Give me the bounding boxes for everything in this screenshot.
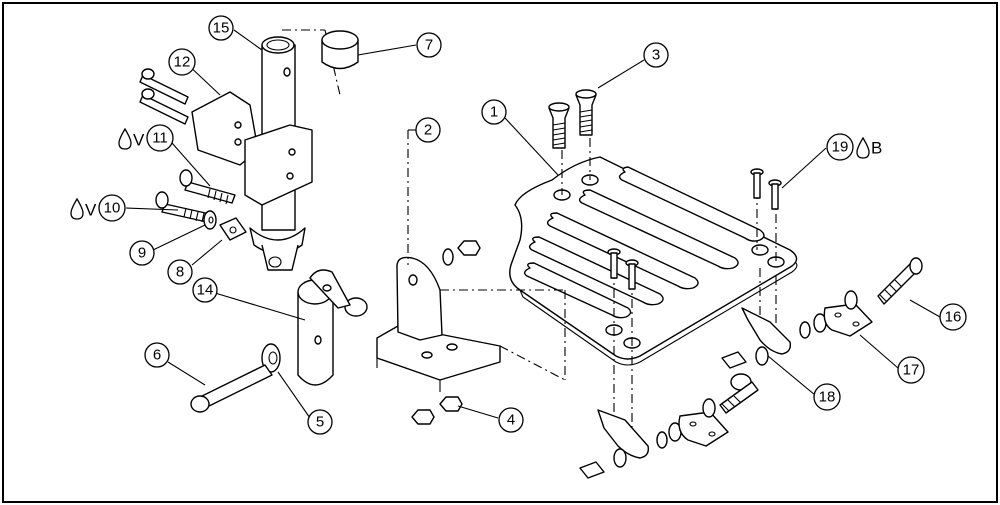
hinge-bracket-part bbox=[597, 303, 873, 459]
bushing-part bbox=[190, 343, 281, 413]
threadlock-drop-icon: V bbox=[118, 127, 145, 150]
threadlock-drop-icon: B bbox=[856, 136, 882, 159]
svg-text:4: 4 bbox=[507, 412, 515, 429]
svg-text:5: 5 bbox=[316, 414, 324, 431]
svg-text:18: 18 bbox=[819, 389, 836, 406]
svg-text:B: B bbox=[871, 139, 882, 158]
callout-12: 12 bbox=[168, 48, 196, 76]
svg-text:2: 2 bbox=[424, 122, 432, 139]
callout-10: 10 bbox=[98, 194, 126, 222]
hinge-bolt-part bbox=[579, 257, 923, 479]
svg-text:9: 9 bbox=[138, 245, 146, 262]
callout-6: 6 bbox=[144, 342, 170, 368]
svg-text:6: 6 bbox=[153, 347, 161, 364]
cap-screw-part bbox=[155, 169, 236, 223]
svg-text:11: 11 bbox=[152, 130, 168, 147]
callout-3: 3 bbox=[643, 42, 669, 68]
washer-part bbox=[203, 210, 217, 230]
callout-18: 18 bbox=[813, 383, 841, 411]
svg-text:3: 3 bbox=[652, 47, 660, 64]
callout-1: 1 bbox=[481, 99, 507, 125]
svg-text:19: 19 bbox=[832, 139, 849, 156]
callout-14: 14 bbox=[192, 277, 218, 303]
svg-text:V: V bbox=[133, 131, 145, 150]
svg-text:14: 14 bbox=[197, 282, 214, 299]
callout-4: 4 bbox=[498, 407, 524, 433]
callout-11: 11 bbox=[146, 124, 174, 152]
svg-text:8: 8 bbox=[176, 264, 184, 281]
svg-text:10: 10 bbox=[104, 200, 121, 217]
end-cap-part bbox=[321, 30, 359, 70]
clamp-bolt-part bbox=[139, 68, 189, 125]
svg-text:17: 17 bbox=[903, 362, 920, 379]
svg-text:15: 15 bbox=[213, 20, 230, 37]
threadlock-drop-icon: V bbox=[70, 197, 97, 220]
nut-part bbox=[344, 240, 481, 425]
svg-text:12: 12 bbox=[174, 54, 191, 71]
small-screw-part bbox=[607, 168, 782, 290]
callout-17: 17 bbox=[897, 356, 925, 384]
svg-text:16: 16 bbox=[945, 309, 962, 326]
svg-text:V: V bbox=[85, 201, 97, 220]
flat-head-screw-part bbox=[548, 89, 597, 149]
callout-8: 8 bbox=[167, 259, 193, 285]
callout-9: 9 bbox=[129, 240, 155, 266]
square-nut-part bbox=[219, 217, 247, 241]
pivot-post-part bbox=[297, 269, 351, 386]
svg-text:7: 7 bbox=[425, 37, 433, 54]
callout-16: 16 bbox=[939, 303, 967, 331]
callout-5: 5 bbox=[307, 409, 333, 435]
callout-19: 19 bbox=[826, 133, 854, 161]
callout-15: 15 bbox=[208, 15, 234, 41]
leader-lines bbox=[125, 29, 941, 419]
callout-2: 2 bbox=[415, 117, 441, 143]
mounting-bracket-part bbox=[376, 256, 501, 392]
clamp-part bbox=[191, 91, 313, 206]
callout-7: 7 bbox=[416, 32, 442, 58]
svg-text:1: 1 bbox=[490, 104, 498, 121]
